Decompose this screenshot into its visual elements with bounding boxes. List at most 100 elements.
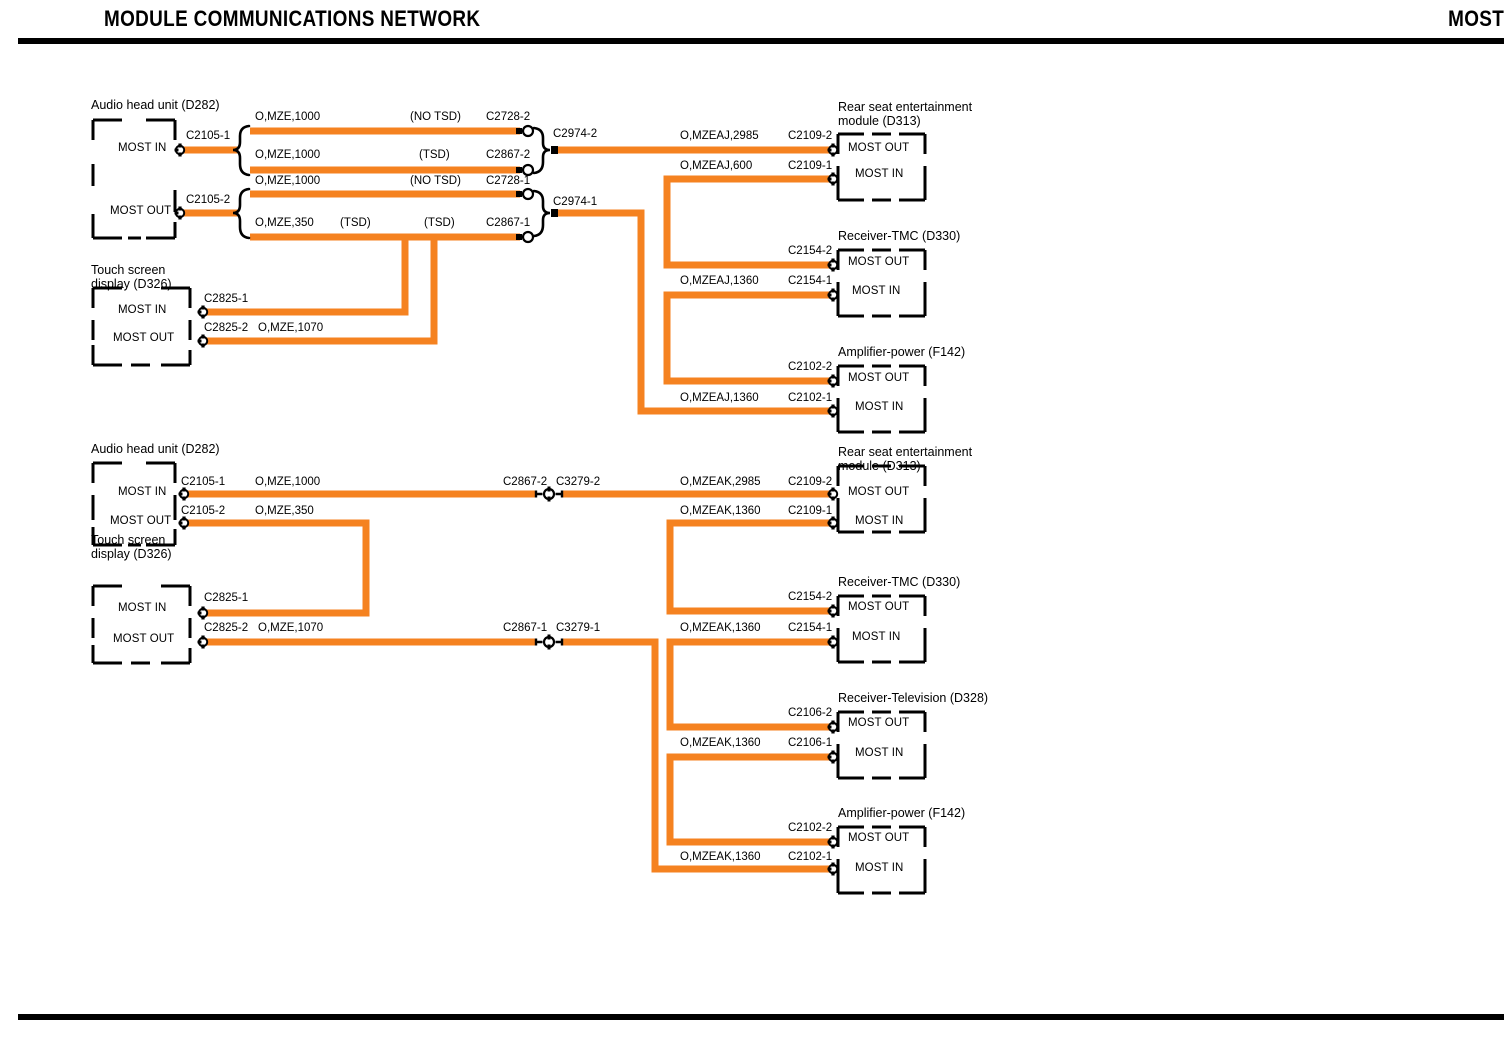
port-label-most-in-tv-lower: MOST IN [855,747,904,759]
connector-label-c2102-2-upper: C2102-2 [788,361,833,373]
note-label-no-tsd-2: (NO TSD) [410,175,461,187]
pin-c2106-1-lower [826,749,839,765]
pin-c2102-1-upper [826,403,839,419]
module-box-television-lower [836,710,927,780]
port-label-most-in-audio-lower: MOST IN [118,486,167,498]
page-header: MODULE COMMUNICATIONS NETWORK MOST [0,0,1510,44]
connector-label-c2825-2-upper: C2825-2 [204,322,249,334]
pin-c2154-2-upper [826,257,839,273]
connector-label-c2154-1-lower: C2154-1 [788,622,833,634]
port-label-most-in-touch-upper: MOST IN [118,304,167,316]
wire-c2974-1-to-c2102-1 [556,209,830,415]
module-label-amplifier-upper: Amplifier-power (F142) [838,345,966,359]
port-label-most-out-tmc-lower: MOST OUT [848,601,910,613]
wire-label-upper-9: O,MZEAJ,1360 [680,392,759,404]
connector-label-c2105-1-lower: C2105-1 [181,476,226,488]
wire-label-lower-2: O,MZE,350 [255,505,314,517]
port-label-most-out-touch-upper: MOST OUT [113,332,175,344]
connector-label-c2154-1-upper: C2154-1 [788,275,833,287]
connector-label-c2105-2-lower: C2105-2 [181,505,226,517]
pin-c2102-1-lower [826,861,839,877]
port-label-most-in-tmc-upper: MOST IN [852,285,901,297]
connector-label-c2825-2-lower: C2825-2 [204,622,249,634]
pin-c2102-2-lower [826,834,839,850]
connector-label-c2106-2-lower: C2106-2 [788,707,833,719]
connector-label-c2867-2-lower: C2867-2 [503,476,548,488]
wire-group-lower [188,490,830,873]
connector-label-c2109-2-upper: C2109-2 [788,130,833,142]
module-label-tmc-lower: Receiver-TMC (D330) [838,575,961,589]
module-label-touch-screen-lower-line1: Touch screen [91,533,166,547]
port-label-most-in-touch-lower: MOST IN [118,602,167,614]
connector-label-c2825-1-lower: C2825-1 [204,592,249,604]
module-box-touch-screen-lower [91,584,192,665]
connector-label-c2102-1-upper: C2102-1 [788,392,833,404]
module-box-audio-head-unit-lower [91,461,177,547]
wire-group-upper [184,127,830,415]
wire-c2825-2-to-c2867-1 [207,233,520,345]
port-label-most-out-tmc-upper: MOST OUT [848,256,910,268]
connector-label-c2825-1-upper: C2825-1 [204,293,249,305]
pin-c2825-2-lower [196,634,209,650]
wire-mze350-to-c2825-1 [207,233,409,316]
connector-label-c2974-1: C2974-1 [553,196,598,208]
pin-c2105-1 [173,142,186,158]
wire-label-lower-7: O,MZEAK,1360 [680,737,761,749]
wire-c2105-2-to-c2825-1 [188,519,370,617]
terminal-group-lower [177,485,839,877]
port-label-most-out-tv-lower: MOST OUT [848,717,910,729]
pin-c2154-1-lower [826,634,839,650]
connector-label-c2105-1-upper: C2105-1 [186,130,231,142]
port-label-most-out-rse-upper: MOST OUT [848,142,910,154]
wire-c3279-1-to-c2102-1 [561,638,830,873]
module-box-tmc-lower [836,594,927,664]
connector-label-c3279-2-lower: C3279-2 [556,476,601,488]
port-label-most-out-rse-lower: MOST OUT [848,486,910,498]
module-label-rse-upper-line1: Rear seat entertainment [838,100,973,114]
note-label-tsd-3: (TSD) [424,217,455,229]
pin-c2105-1-lower [177,486,190,502]
port-label-most-out-audio-lower: MOST OUT [110,515,172,527]
connector-label-c2106-1-lower: C2106-1 [788,737,833,749]
wire-tmc-in-to-amp-out [663,291,830,385]
module-box-audio-head-unit-upper [91,118,177,240]
port-label-most-out-audio-upper: MOST OUT [110,205,172,217]
module-label-tmc-upper: Receiver-TMC (D330) [838,229,961,243]
module-box-tmc-upper [836,248,927,318]
module-label-touch-screen-upper-line2: display (D326) [91,277,172,291]
wire-label-upper-8: O,MZEAJ,1360 [680,275,759,287]
pin-c2102-2-upper [826,373,839,389]
note-label-tsd-1: (TSD) [419,149,450,161]
connector-label-c2105-2-upper: C2105-2 [186,194,231,206]
pin-c2109-1-lower [826,515,839,531]
module-label-rse-upper-line2: module (D313) [838,114,921,128]
module-label-television-lower: Receiver-Television (D328) [838,691,989,705]
module-label-rse-lower-line1: Rear seat entertainment [838,445,973,459]
pin-c2825-1-lower [196,605,209,621]
module-label-audio-head-unit-lower: Audio head unit (D282) [91,442,220,456]
module-box-rse-upper [836,132,927,202]
connector-label-c2728-2: C2728-2 [486,111,531,123]
connector-label-c2102-2-lower: C2102-2 [788,822,833,834]
module-label-audio-head-unit-upper: Audio head unit (D282) [91,98,220,112]
wire-rse-in-to-tmc-out [663,175,830,269]
port-label-most-out-amp-upper: MOST OUT [848,372,910,384]
pin-c2106-2-lower [826,719,839,735]
port-label-most-in-audio-upper: MOST IN [118,142,167,154]
pin-c2154-1-upper [826,287,839,303]
port-label-most-out-touch-lower: MOST OUT [113,633,175,645]
connector-label-c2109-2-lower: C2109-2 [788,476,833,488]
pin-c2825-2 [196,333,209,349]
connector-label-c2867-2: C2867-2 [486,149,531,161]
wire-tv-in-to-amp-out-lower [666,753,830,846]
module-box-amplifier-upper [836,364,927,434]
connector-label-c2974-2: C2974-2 [553,128,598,140]
pin-c2109-2-lower [826,486,839,502]
pin-c2109-1-upper [826,171,839,187]
pin-c2109-2-upper [826,142,839,158]
wire-label-upper-5: O,MZE,1070 [258,322,324,334]
module-label-rse-lower-line2: module (D313) [838,459,921,473]
wire-tmc-in-to-tv-out-lower [666,638,830,731]
wire-label-lower-3: O,MZE,1070 [258,622,324,634]
wire-label-lower-5: O,MZEAK,1360 [680,505,761,517]
